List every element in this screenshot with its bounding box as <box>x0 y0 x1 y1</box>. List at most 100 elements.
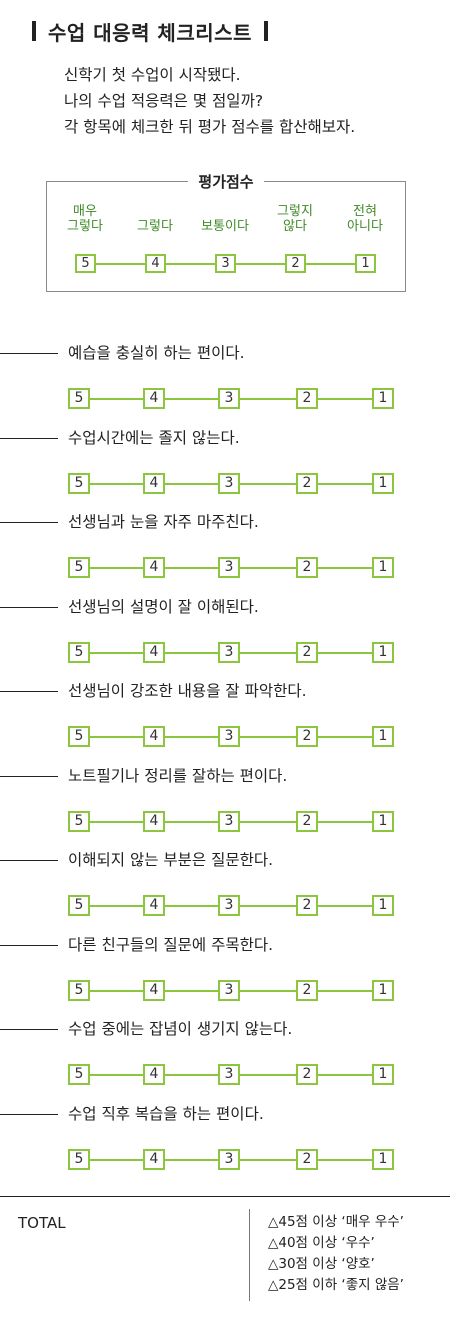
score-checkbox-3[interactable]: 3 <box>218 1148 240 1170</box>
score-checkbox-1[interactable]: 1 <box>372 641 394 663</box>
page-title: 수업 대응력 체크리스트 <box>48 20 252 45</box>
title-bar-right <box>263 21 268 41</box>
item-leader-line <box>0 522 58 523</box>
checklist-item: 수업 직후 복습을 하는 편이다. 5 4 3 2 1 <box>0 1103 450 1173</box>
score-checkbox-5[interactable]: 5 <box>68 726 90 747</box>
intro-text: 신학기 첫 수업이 시작됐다. 나의 수업 적응력은 몇 점일까? 각 항목에 … <box>64 62 444 140</box>
score-checkbox-2[interactable]: 2 <box>296 1064 318 1085</box>
score-checkbox-1[interactable]: 1 <box>372 557 394 578</box>
checklist-item: 예습을 충실히 하는 편이다. 5 4 3 2 1 <box>0 342 450 412</box>
item-leader-line <box>0 775 58 777</box>
criteria-line: △25점 이하 ‘좋지 않음’ <box>268 1277 404 1293</box>
score-checkbox-4[interactable]: 4 <box>143 557 165 578</box>
score-checkbox-4[interactable]: 4 <box>143 641 165 663</box>
criteria-line: △45점 이상 ‘매우 우수’ <box>268 1214 404 1230</box>
item-leader-line <box>0 1029 58 1030</box>
legend-score-box: 1 <box>355 254 376 273</box>
score-checkbox-3[interactable]: 3 <box>218 895 240 916</box>
intro-line: 나의 수업 적응력은 몇 점일까? <box>64 92 264 110</box>
score-checkbox-4[interactable]: 4 <box>143 726 165 747</box>
score-checkbox-3[interactable]: 3 <box>218 1064 240 1085</box>
score-checkbox-2[interactable]: 2 <box>296 979 318 1001</box>
score-checkbox-3[interactable]: 3 <box>218 979 240 1001</box>
item-question: 노트필기나 정리를 잘하는 편이다. <box>68 766 288 785</box>
checklist-item: 선생님과 눈을 자주 마주친다. 5 4 3 2 1 <box>0 511 450 581</box>
item-leader-line <box>0 606 58 608</box>
intro-line: 각 항목에 체크한 뒤 평가 점수를 합산해보자. <box>64 118 356 136</box>
item-leader-line <box>0 860 58 861</box>
score-checkbox-5[interactable]: 5 <box>68 472 90 494</box>
score-checkbox-2[interactable]: 2 <box>296 472 318 494</box>
item-question: 수업 직후 복습을 하는 편이다. <box>68 1104 264 1123</box>
score-checkbox-4[interactable]: 4 <box>143 472 165 494</box>
score-checkbox-1[interactable]: 1 <box>372 388 394 409</box>
intro-line: 신학기 첫 수업이 시작됐다. <box>64 66 241 84</box>
score-checkbox-5[interactable]: 5 <box>68 895 90 916</box>
score-checkbox-3[interactable]: 3 <box>218 810 240 832</box>
score-checkbox-1[interactable]: 1 <box>372 810 394 832</box>
checklist-item: 노트필기나 정리를 잘하는 편이다. 5 4 3 2 1 <box>0 765 450 835</box>
checklist-title: 수업 대응력 체크리스트 <box>32 17 268 45</box>
score-checkbox-2[interactable]: 2 <box>296 810 318 832</box>
checklist-item: 선생님이 강조한 내용을 잘 파악한다. 5 4 3 2 1 <box>0 680 450 750</box>
score-checkbox-3[interactable]: 3 <box>218 726 240 747</box>
score-checkbox-1[interactable]: 1 <box>372 472 394 494</box>
legend-label-3: 보통이다 <box>201 219 249 234</box>
score-checkbox-1[interactable]: 1 <box>372 979 394 1001</box>
checklist-item: 다른 친구들의 질문에 주목한다. 5 4 3 2 1 <box>0 934 450 1004</box>
score-checkbox-5[interactable]: 5 <box>68 388 90 409</box>
item-leader-line <box>0 437 58 439</box>
criteria-line: △30점 이상 ‘양호’ <box>268 1256 375 1272</box>
score-checkbox-5[interactable]: 5 <box>68 1064 90 1085</box>
item-leader-line <box>0 353 58 354</box>
title-bar-left <box>32 21 36 41</box>
score-checkbox-3[interactable]: 3 <box>218 472 240 494</box>
total-label: TOTAL <box>18 1214 66 1232</box>
score-checkbox-1[interactable]: 1 <box>372 726 394 747</box>
score-checkbox-4[interactable]: 4 <box>143 1064 165 1085</box>
item-question: 선생님과 눈을 자주 마주친다. <box>68 513 259 531</box>
score-checkbox-4[interactable]: 4 <box>143 895 165 916</box>
item-question: 예습을 충실히 하는 편이다. <box>68 344 245 362</box>
score-checkbox-5[interactable]: 5 <box>68 1148 90 1170</box>
total-vertical-divider <box>249 1209 250 1301</box>
score-checkbox-5[interactable]: 5 <box>68 641 90 663</box>
score-checkbox-1[interactable]: 1 <box>372 895 394 916</box>
legend-label-4: 그렇다 <box>137 219 173 234</box>
score-checkbox-2[interactable]: 2 <box>296 726 318 747</box>
score-checkbox-3[interactable]: 3 <box>218 641 240 663</box>
score-checkbox-2[interactable]: 2 <box>296 557 318 578</box>
item-question: 이해되지 않는 부분은 질문한다. <box>68 851 274 869</box>
item-question: 선생님이 강조한 내용을 잘 파악한다. <box>68 682 307 700</box>
score-checkbox-5[interactable]: 5 <box>68 979 90 1001</box>
item-leader-line <box>0 944 58 946</box>
legend-score-box: 2 <box>285 254 306 273</box>
score-checkbox-4[interactable]: 4 <box>143 1148 165 1170</box>
score-checkbox-1[interactable]: 1 <box>372 1148 394 1170</box>
item-question: 수업 중에는 잡념이 생기지 않는다. <box>68 1020 293 1038</box>
score-checkbox-4[interactable]: 4 <box>143 979 165 1001</box>
score-checkbox-3[interactable]: 3 <box>218 388 240 409</box>
bottom-divider <box>0 1196 450 1197</box>
score-checkbox-4[interactable]: 4 <box>143 810 165 832</box>
score-checkbox-2[interactable]: 2 <box>296 388 318 409</box>
item-question: 선생님의 설명이 잘 이해된다. <box>68 597 259 616</box>
score-checkbox-2[interactable]: 2 <box>296 895 318 916</box>
score-checkbox-1[interactable]: 1 <box>372 1064 394 1085</box>
item-question: 다른 친구들의 질문에 주목한다. <box>68 935 274 954</box>
item-leader-line <box>0 691 58 692</box>
score-checkbox-3[interactable]: 3 <box>218 557 240 578</box>
score-checkbox-4[interactable]: 4 <box>143 388 165 409</box>
score-checkbox-2[interactable]: 2 <box>296 1148 318 1170</box>
legend-score-box: 3 <box>215 254 236 273</box>
checklist-item: 이해되지 않는 부분은 질문한다. 5 4 3 2 1 <box>0 849 450 919</box>
score-checkbox-5[interactable]: 5 <box>68 557 90 578</box>
score-checkbox-2[interactable]: 2 <box>296 641 318 663</box>
score-checkbox-5[interactable]: 5 <box>68 810 90 832</box>
legend-title: 평가점수 <box>47 171 405 192</box>
checklist-item: 선생님의 설명이 잘 이해된다. 5 4 3 2 1 <box>0 596 450 666</box>
legend-score-box: 5 <box>75 254 96 273</box>
